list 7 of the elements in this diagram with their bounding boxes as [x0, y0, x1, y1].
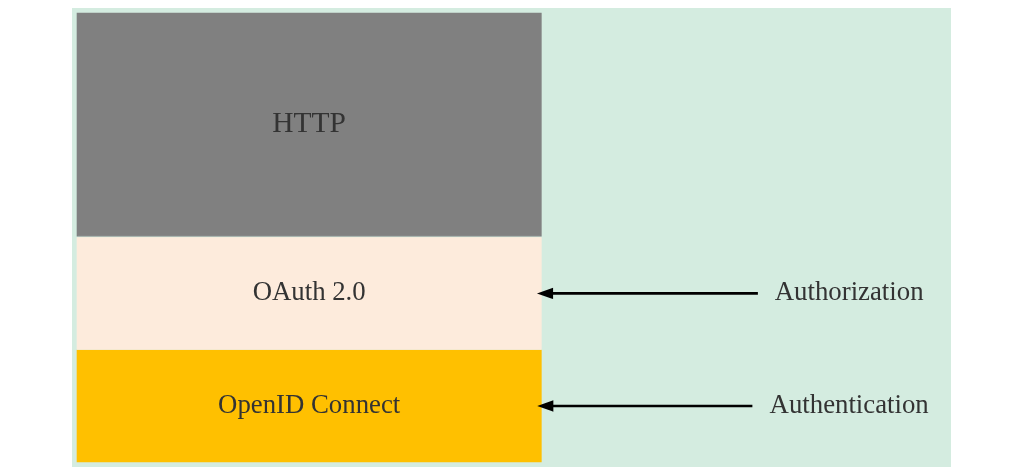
- node-text: Authentication: [769, 388, 929, 419]
- arrow: [536, 287, 758, 300]
- node-text: Authorization: [774, 276, 924, 307]
- arrow: [536, 400, 752, 412]
- node-box: OAuth 2.0: [76, 237, 542, 350]
- node-box: OpenID Connect: [76, 349, 542, 463]
- node-box: HTTP: [76, 12, 542, 237]
